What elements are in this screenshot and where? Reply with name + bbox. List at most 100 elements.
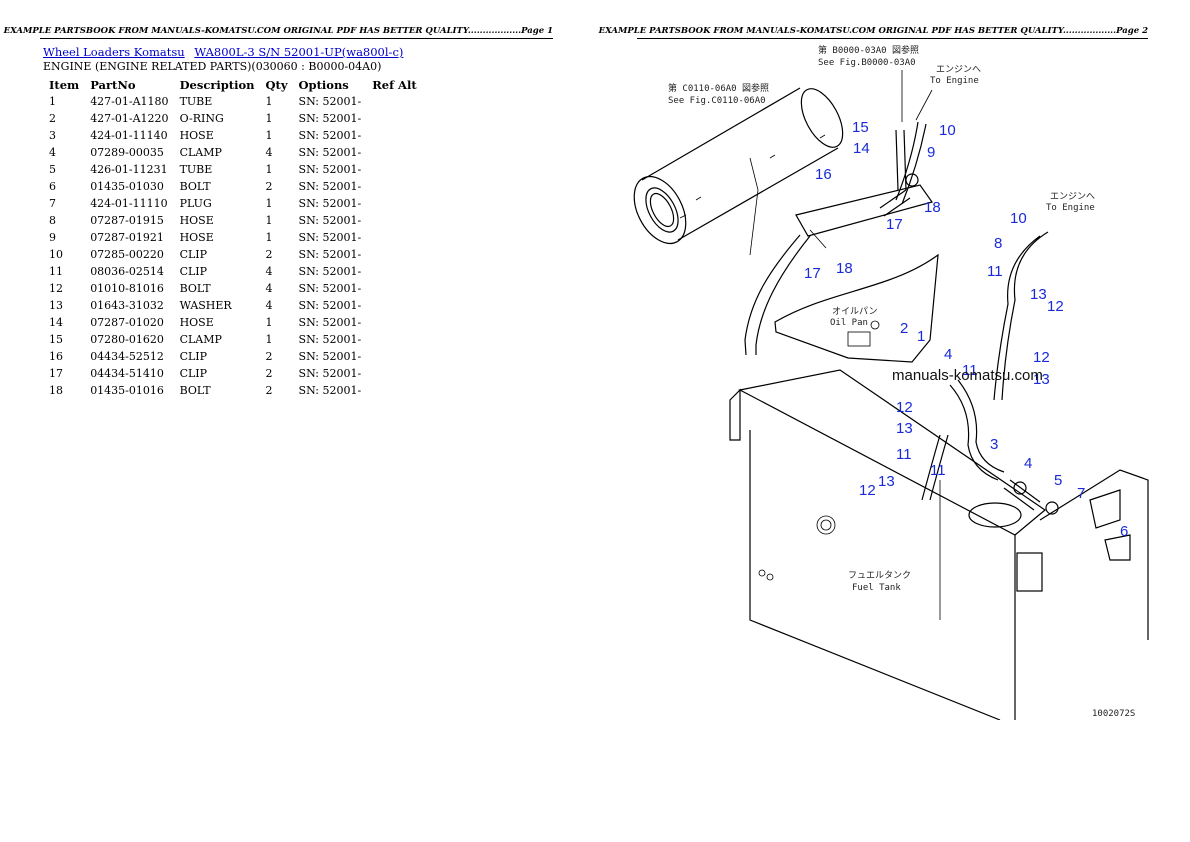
cell-description: PLUG: [179, 197, 212, 210]
cell-ref-alt: [366, 382, 421, 399]
cell-partno: 01010-81016: [90, 282, 164, 295]
cell-qty: 4: [265, 299, 273, 312]
cell-ref-alt: [366, 127, 421, 144]
breadcrumb: Wheel Loaders Komatsu WA800L-3 S/N 52001…: [43, 45, 409, 59]
callout-4: 4: [944, 346, 952, 363]
cell-ref-alt: [366, 314, 421, 331]
callout-18: 18: [836, 260, 853, 277]
cell-description: BOLT: [179, 282, 211, 295]
cell-qty: 4: [265, 265, 273, 278]
cell-item: 13: [49, 299, 63, 312]
return-hose-drawing: [921, 231, 1131, 561]
cell-options: SN: 52001-: [298, 333, 362, 346]
bracket-and-pipe-drawing: [744, 184, 933, 356]
cell-ref-alt: [366, 144, 421, 161]
callout-13: 13: [1033, 371, 1050, 388]
intake-tube-drawing: [633, 87, 844, 256]
cell-partno: 07287-01921: [90, 231, 164, 244]
cell-item: 7: [49, 197, 56, 210]
oil-pan-drawing: [774, 253, 939, 363]
cell-qty: 1: [265, 129, 273, 142]
cell-partno: 01435-01016: [90, 384, 164, 397]
cell-description: CLIP: [179, 367, 208, 380]
note-see-b0000: See Fig.B0000-03A0: [818, 58, 916, 68]
section-title: ENGINE (ENGINE RELATED PARTS)(030060 : B…: [43, 60, 382, 73]
callout-12: 12: [859, 482, 876, 499]
cell-qty: 1: [265, 95, 273, 108]
cell-qty: 2: [265, 248, 273, 261]
cell-item: 16: [49, 350, 63, 363]
cell-item: 6: [49, 180, 56, 193]
cell-item: 14: [49, 316, 63, 329]
breadcrumb-category-link[interactable]: Wheel Loaders Komatsu: [43, 45, 185, 59]
upper-hose-drawing: [879, 70, 933, 217]
col-header-ref-alt: Ref Alt: [372, 78, 417, 92]
cell-partno: 424-01-11140: [90, 129, 168, 142]
cell-ref-alt: [366, 263, 421, 280]
cell-options: SN: 52001-: [298, 384, 362, 397]
col-header-description: Description: [179, 78, 255, 92]
cell-item: 5: [49, 163, 56, 176]
cell-description: TUBE: [179, 95, 213, 108]
cell-qty: 1: [265, 316, 273, 329]
cell-partno: 08036-02514: [90, 265, 164, 278]
cell-description: BOLT: [179, 384, 211, 397]
cell-options: SN: 52001-: [298, 214, 362, 227]
cell-partno: 01435-01030: [90, 180, 164, 193]
breadcrumb-model-link[interactable]: WA800L-3 S/N 52001-UP(wa800l-c): [194, 45, 404, 59]
cell-ref-alt: [366, 229, 421, 246]
cell-ref-alt: [366, 110, 421, 127]
cell-qty: 1: [265, 214, 273, 227]
figure-code: 1002072S: [1092, 709, 1135, 719]
parts-table: Item PartNo Description Qty Options Ref …: [43, 77, 422, 399]
cell-partno: 427-01-A1180: [90, 95, 169, 108]
callout-17: 17: [886, 216, 903, 233]
callout-2: 2: [900, 320, 908, 337]
cell-options: SN: 52001-: [298, 197, 362, 210]
note-fuel-tank: Fuel Tank: [852, 583, 901, 593]
cell-ref-alt: [366, 297, 421, 314]
cell-qty: 2: [265, 180, 273, 193]
callout-5: 5: [1054, 472, 1062, 489]
cell-options: SN: 52001-: [298, 367, 362, 380]
note-engine-jp-2: エンジンへ: [1050, 192, 1095, 202]
note-see-c0110: See Fig.C0110-06A0: [668, 96, 766, 106]
cell-partno: 07287-01020: [90, 316, 164, 329]
cell-qty: 1: [265, 112, 273, 125]
callout-13: 13: [896, 420, 913, 437]
note-see-b0000-jp: 第 B0000-03A0 図参照: [818, 44, 919, 56]
cell-options: SN: 52001-: [298, 180, 362, 193]
cell-partno: 04434-51410: [90, 367, 164, 380]
cell-item: 9: [49, 231, 56, 244]
cell-qty: 1: [265, 333, 273, 346]
callout-13: 13: [878, 473, 895, 490]
page-header-left: EXAMPLE PARTSBOOK FROM MANUALS-KOMATSU.C…: [4, 26, 553, 39]
cell-ref-alt: [366, 348, 421, 365]
callout-11: 11: [896, 446, 912, 463]
callout-7: 7: [1077, 485, 1085, 502]
cell-item: 12: [49, 282, 63, 295]
cell-ref-alt: [366, 365, 421, 382]
cell-partno: 07287-01915: [90, 214, 164, 227]
cell-description: CLAMP: [179, 146, 222, 159]
parts-table-header-row: Item PartNo Description Qty Options Ref …: [43, 77, 422, 93]
cell-ref-alt: [366, 195, 421, 212]
callout-13: 13: [1030, 286, 1047, 303]
cell-options: SN: 52001-: [298, 350, 362, 363]
cell-qty: 2: [265, 350, 273, 363]
cell-partno: 07280-01620: [90, 333, 164, 346]
cell-item: 2: [49, 112, 56, 125]
cell-partno: 07289-00035: [90, 146, 164, 159]
cell-description: HOSE: [179, 214, 214, 227]
callout-1: 1: [917, 328, 925, 345]
